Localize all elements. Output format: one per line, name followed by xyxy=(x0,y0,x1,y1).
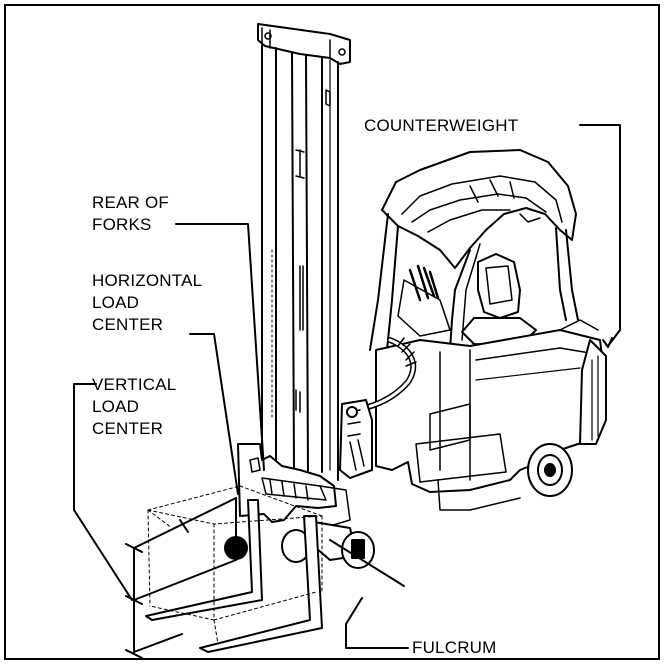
fulcrum-axis-line xyxy=(329,539,405,587)
counterweight-label: COUNTERWEIGHT xyxy=(364,116,519,135)
horizontal-load-center-label: HORIZONTAL LOAD CENTER xyxy=(92,271,203,334)
leader-lines xyxy=(73,124,621,649)
vertical-load-center-label: VERTICAL LOAD CENTER xyxy=(92,375,177,438)
fulcrum-label: FULCRUM xyxy=(412,638,497,657)
rear-of-forks-label: REAR OF FORKS xyxy=(92,193,169,234)
mast xyxy=(257,23,351,481)
truck-body xyxy=(339,149,607,511)
dimension-lines xyxy=(125,497,237,659)
forks xyxy=(145,499,323,653)
load-center-dot xyxy=(224,536,248,560)
load-box xyxy=(147,485,323,645)
fork-carriage xyxy=(237,443,375,569)
